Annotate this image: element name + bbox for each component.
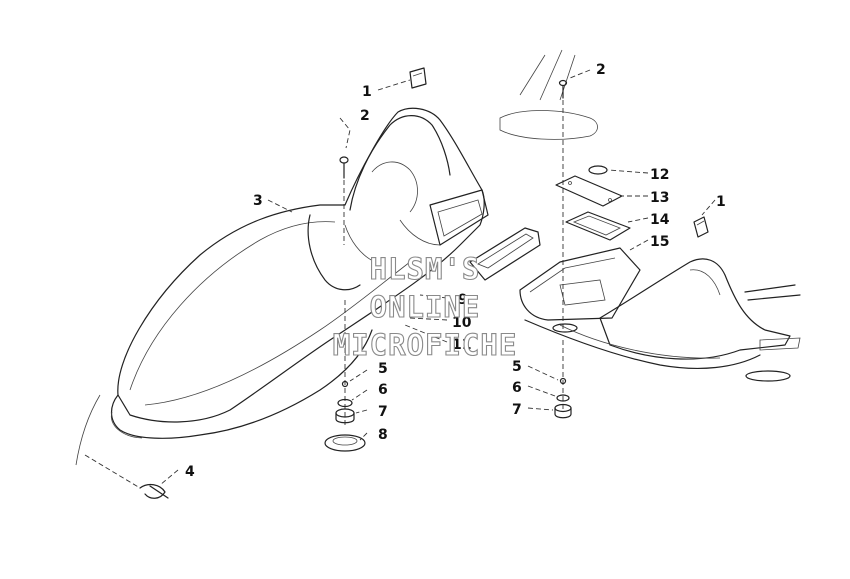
part-6-left xyxy=(337,398,353,408)
callout-9: 9 xyxy=(458,292,468,308)
callout-7-right: 7 xyxy=(512,402,522,418)
watermark-line-3: MICROFICHE xyxy=(333,328,518,362)
part-2-left-screw xyxy=(339,156,349,245)
callout-6-left: 6 xyxy=(378,382,388,398)
callout-2-left: 2 xyxy=(360,108,370,124)
callout-11: 11 xyxy=(452,337,471,353)
part-8-grommet xyxy=(324,434,366,452)
callout-13: 13 xyxy=(650,190,669,206)
callout-5-right: 5 xyxy=(512,359,522,375)
callout-6-right: 6 xyxy=(512,380,522,396)
callout-1-left: 1 xyxy=(362,84,372,100)
callout-8: 8 xyxy=(378,427,388,443)
callout-3: 3 xyxy=(253,193,263,209)
hood-seat-assembly xyxy=(110,107,489,439)
callout-1-right: 1 xyxy=(716,194,726,210)
watermark-line-1: HLSM'S xyxy=(370,252,481,286)
part-11-strip xyxy=(469,227,541,281)
part-1-right-badge xyxy=(693,216,709,238)
watermark-line-2: ONLINE xyxy=(370,290,481,324)
callout-10: 10 xyxy=(452,315,472,331)
callout-2-right: 2 xyxy=(596,62,606,78)
callout-4: 4 xyxy=(185,464,195,480)
callout-7-left: 7 xyxy=(378,404,388,420)
leader-lines xyxy=(159,69,716,486)
rear-bumper-assembly xyxy=(519,247,801,382)
part-14-gasket xyxy=(565,211,631,241)
part-7-left xyxy=(335,412,355,424)
callout-15: 15 xyxy=(650,234,669,250)
callout-12: 12 xyxy=(650,167,669,183)
part-4-clip xyxy=(75,394,169,499)
part-2-right-screw xyxy=(499,49,598,330)
callout-14: 14 xyxy=(650,212,670,228)
part-1-left-badge xyxy=(409,67,427,89)
callout-5-left: 5 xyxy=(378,361,388,377)
part-5-left xyxy=(341,380,349,388)
part-12-cap xyxy=(588,165,608,175)
watermark: HLSM'S ONLINE MICROFICHE xyxy=(332,251,518,362)
left-hardware-stack xyxy=(324,300,366,452)
callout-labels: 1 2 3 4 5 6 7 8 9 10 11 2 12 13 14 15 1 … xyxy=(185,62,726,480)
part-13-plate xyxy=(555,175,623,207)
right-hardware-stack xyxy=(554,340,572,419)
